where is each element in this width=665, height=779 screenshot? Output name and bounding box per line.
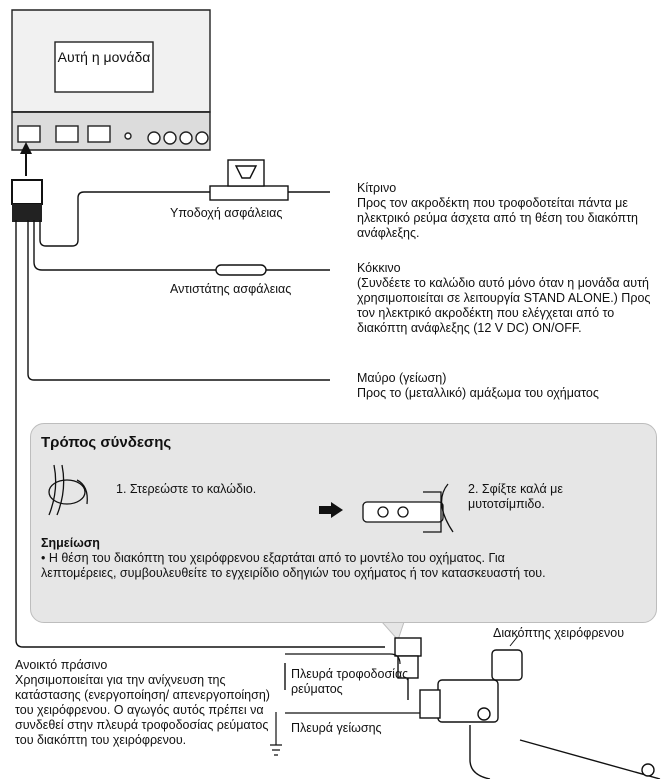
note-text: • Η θέση του διακόπτη του χειρόφρενου εξ… — [41, 551, 546, 580]
light-green-wire-desc: Χρησιμοποιείται για την ανίχνευση της κα… — [15, 673, 270, 747]
connection-callout: Τρόπος σύνδεσης 1. Στερεώστε το καλώδιο.… — [30, 423, 657, 623]
handbrake-switch-drawing — [419, 649, 661, 779]
ground-side-label: Πλευρά γείωσης — [291, 721, 382, 735]
fuse-resistor-drawing — [215, 264, 267, 276]
arrow-up-icon — [20, 142, 32, 176]
arrow-right-icon — [319, 502, 343, 518]
head-unit-drawing — [11, 9, 211, 151]
power-plug — [11, 179, 43, 205]
fuse-resistor-label: Αντιστάτης ασφάλειας — [170, 282, 292, 296]
red-wire-desc: (Συνδέετε το καλώδιο αυτό μόνο όταν η μο… — [357, 276, 651, 335]
light-green-wire-name: Ανοικτό πράσινο — [15, 658, 108, 672]
fuse-holder-label: Υποδοχή ασφάλειας — [170, 206, 283, 220]
crimp-pliers-illustration — [362, 483, 454, 533]
wire-tap-connector — [394, 637, 422, 700]
step1-text: 1. Στερεώστε το καλώδιο. — [116, 482, 257, 496]
power-side-label: Πλευρά τροφοδοσίας ρεύματος — [291, 667, 409, 696]
step2-text: 2. Σφίξτε καλά με μυτοτσίμπιδο. — [468, 482, 563, 511]
yellow-wire-desc: Προς τον ακροδέκτη που τροφοδοτείται πάν… — [357, 196, 638, 240]
twist-wire-illustration — [48, 464, 88, 516]
yellow-wire-name: Κίτρινο — [357, 181, 397, 195]
black-wire-name: Μαύρο (γείωση) — [357, 371, 447, 385]
unit-label: Αυτή η μονάδα — [57, 49, 151, 65]
handbrake-switch-label: Διακόπτης χειρόφρενου — [493, 626, 625, 640]
red-wire-name: Κόκκινο — [357, 261, 401, 275]
fuse-holder-drawing — [209, 159, 289, 201]
connection-title: Τρόπος σύνδεσης — [41, 434, 172, 451]
note-title: Σημείωση — [41, 536, 100, 550]
black-wire-desc: Προς το (μεταλλικό) αμάξωμα του οχήματος — [357, 386, 599, 400]
